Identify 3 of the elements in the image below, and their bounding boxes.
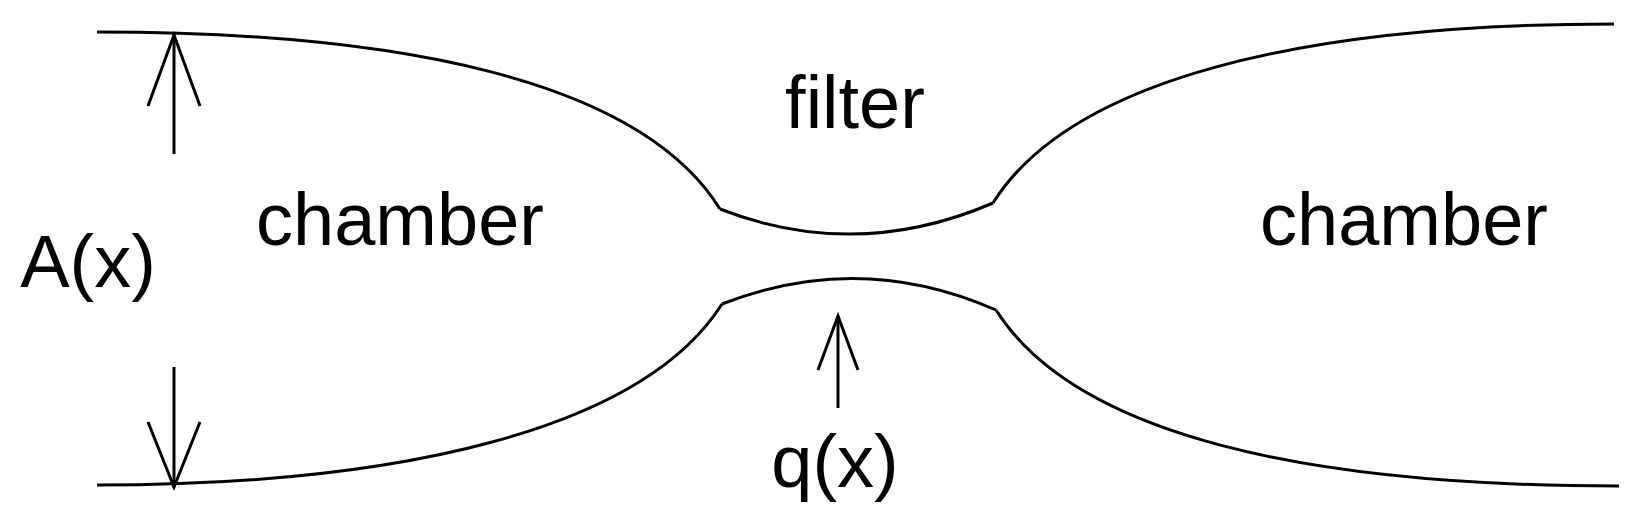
region-label: chamber <box>1260 183 1548 257</box>
region-label: chamber <box>256 183 544 257</box>
region-label: filter <box>785 66 925 140</box>
